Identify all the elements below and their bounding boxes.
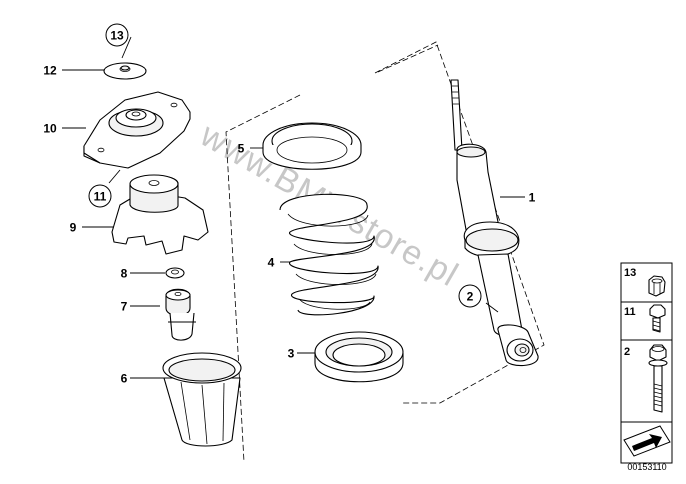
svg-text:11: 11 [624, 306, 636, 318]
group-outline-spring [225, 94, 301, 463]
callout-4[interactable]: 4 [268, 256, 275, 270]
svg-text:2: 2 [624, 346, 630, 358]
part-9-dust-cap-seat[interactable] [111, 174, 209, 255]
part-6-protection-tube[interactable] [162, 352, 242, 447]
hex-bolt-long-icon [648, 344, 668, 413]
document-id: 00153110 [627, 462, 666, 472]
callout-7[interactable]: 7 [121, 300, 128, 314]
callout-6[interactable]: 6 [121, 372, 128, 386]
callout-9[interactable]: 9 [70, 221, 77, 235]
part-3-spring-pad-lower[interactable] [314, 331, 404, 383]
legend-row-13[interactable]: 13 [624, 267, 666, 297]
svg-text:9: 9 [70, 221, 77, 235]
part-12-washer[interactable] [103, 62, 147, 80]
part-5-spring-pad-upper[interactable] [262, 122, 362, 170]
legend-row-11[interactable]: 11 [624, 304, 666, 333]
part-1-shock-absorber[interactable] [450, 79, 539, 367]
svg-text:7: 7 [121, 300, 128, 314]
svg-text:6: 6 [121, 372, 128, 386]
hex-nut-icon [648, 275, 666, 297]
callout-2[interactable]: 2 [458, 284, 482, 308]
svg-text:5: 5 [238, 142, 245, 156]
direction-arrow-icon [623, 425, 671, 457]
svg-text:3: 3 [288, 347, 295, 361]
group-outline-spring-right [377, 44, 439, 73]
legend-row-2[interactable]: 2 [624, 344, 668, 413]
group-outline-shock [374, 41, 545, 404]
hex-bolt-short-icon [649, 304, 666, 333]
svg-text:2: 2 [467, 290, 474, 304]
svg-text:13: 13 [624, 267, 636, 279]
svg-text:11: 11 [94, 190, 107, 204]
callout-5[interactable]: 5 [238, 142, 245, 156]
svg-text:8: 8 [121, 267, 128, 281]
part-10-top-mount[interactable] [83, 91, 191, 169]
callout-13[interactable]: 13 [105, 23, 129, 47]
callout-12[interactable]: 12 [43, 64, 57, 78]
callout-3[interactable]: 3 [288, 347, 295, 361]
callout-1[interactable]: 1 [529, 191, 536, 205]
leader-lines [62, 36, 525, 379]
part-7-bump-stop[interactable] [165, 288, 196, 341]
svg-text:10: 10 [43, 122, 57, 136]
part-4-coil-spring[interactable] [279, 193, 379, 316]
svg-text:12: 12 [43, 64, 57, 78]
callout-10[interactable]: 10 [43, 122, 57, 136]
callout-11[interactable]: 11 [88, 184, 112, 208]
svg-text:1: 1 [529, 191, 536, 205]
part-8-washer[interactable] [165, 267, 185, 279]
svg-text:13: 13 [110, 29, 124, 43]
callout-8[interactable]: 8 [121, 267, 128, 281]
svg-text:4: 4 [268, 256, 275, 270]
